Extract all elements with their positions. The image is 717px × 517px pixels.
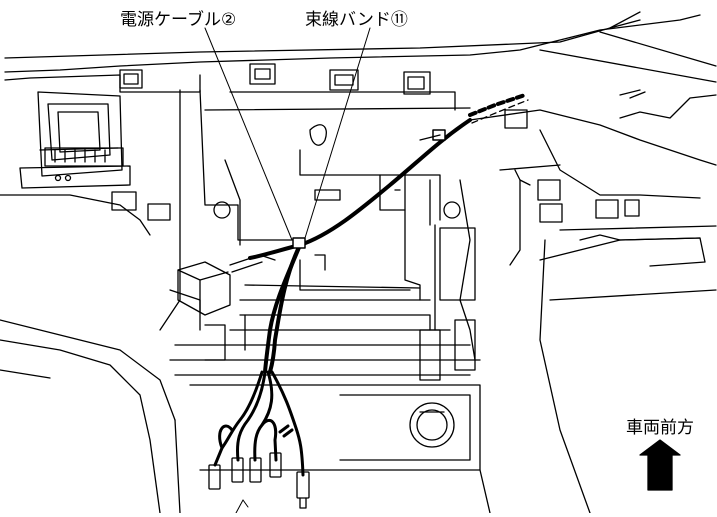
misc-details: [309, 124, 531, 331]
top-clips: [111, 63, 640, 223]
console-body: [159, 89, 481, 381]
plug-connectors: [208, 452, 310, 509]
right-panel: [469, 89, 717, 514]
power-cable: [248, 118, 472, 374]
dashboard-top-frame: [4, 11, 717, 119]
leader-lines: [204, 27, 371, 514]
arrow-up-icon: [639, 439, 681, 491]
lower-left-trim: [0, 319, 181, 514]
power-cable-label: 電源ケーブル②: [120, 10, 237, 30]
power-cable-dashed: [468, 93, 527, 117]
cable-tie-label: 束線バンド⑪: [305, 10, 408, 30]
vehicle-front-label: 車両前方: [626, 418, 694, 438]
power-cable-dashed-2: [471, 99, 529, 124]
cable-tie-marker: [292, 129, 446, 249]
left-vent: [0, 91, 151, 236]
lower-console: [189, 384, 491, 514]
harness-branches: [213, 370, 305, 477]
